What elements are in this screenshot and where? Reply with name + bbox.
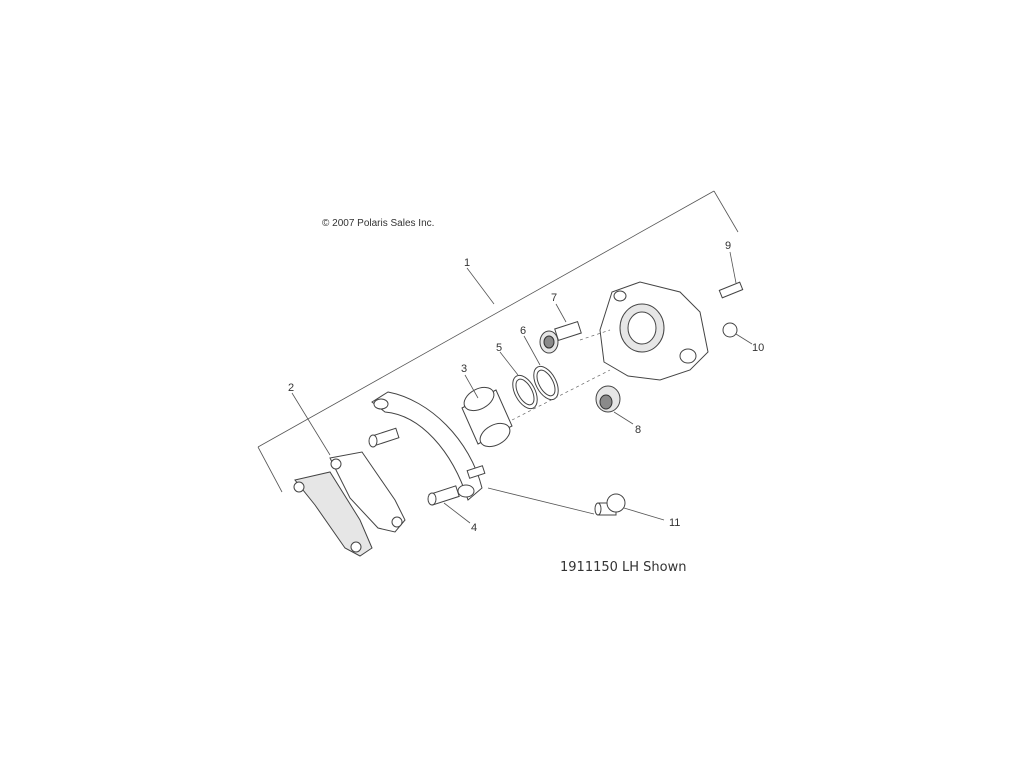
callout-10: 10 [752,342,764,354]
callout-2: 2 [288,382,294,394]
caliper-bracket [368,391,486,524]
assembly-bracket [257,190,739,493]
callout-5: 5 [496,342,502,354]
mounting-bolt [487,487,665,521]
caliper-housing [579,281,709,381]
callout-1: 1 [464,257,470,269]
callout-4: 4 [471,522,477,534]
boot-bushing-7 [539,303,582,354]
boot-bushing-8 [595,385,634,425]
drawing-id: 1911150 LH Shown [560,560,687,575]
bleeder-cap [722,322,753,345]
callout-3: 3 [461,363,467,375]
callout-9: 9 [725,240,731,252]
copyright-notice: © 2007 Polaris Sales Inc. [322,218,434,229]
callout-6: 6 [520,325,526,337]
callout-7: 7 [551,292,557,304]
brake-pads [291,392,406,557]
seal-rings [499,335,611,421]
callout-11: 11 [669,517,680,529]
piston [461,374,513,448]
callout-8: 8 [635,424,641,436]
bleeder-screw [718,251,744,299]
